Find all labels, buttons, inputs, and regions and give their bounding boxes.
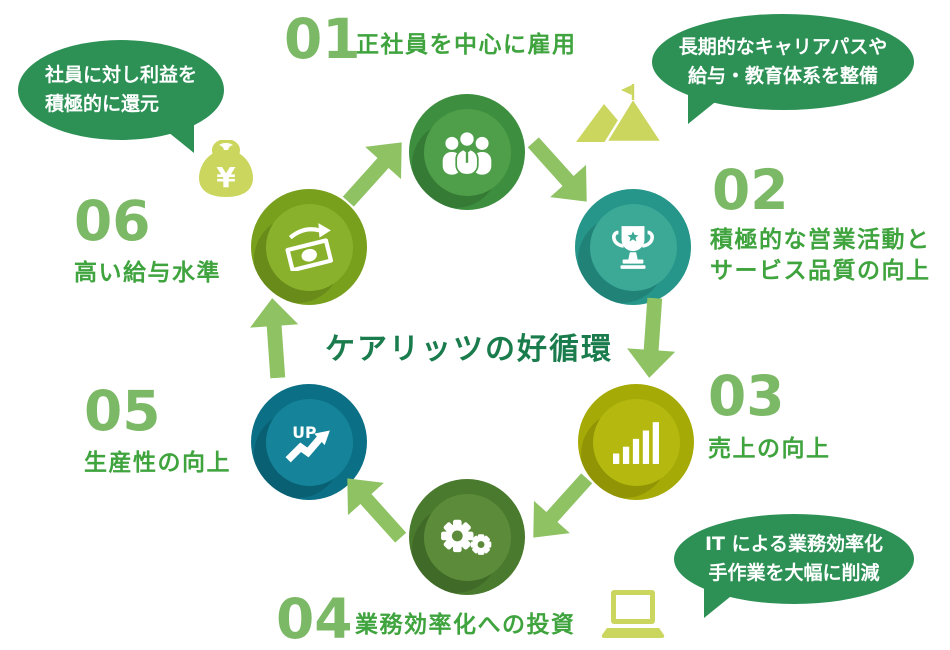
flow-arrow-05-to-06: [246, 296, 303, 379]
purse-icon: ¥: [194, 139, 258, 202]
yen-symbol: ¥: [216, 161, 236, 194]
circle-face: UP: [265, 398, 353, 486]
step-number-03: 03: [708, 364, 785, 428]
step-number-05: 05: [84, 379, 161, 443]
bubble-tail: [152, 119, 194, 153]
step-number-06: 06: [74, 189, 151, 253]
diagram-title: ケアリッツの好循環: [325, 332, 613, 367]
trophy-icon: [612, 226, 654, 269]
step-label-sales-activity: 積極的な営業活動と サービス品質の向上: [710, 227, 931, 285]
flow-arrow-02-to-03: [623, 296, 680, 379]
bubble-tail: [688, 90, 730, 124]
step-label-revenue: 売上の向上: [708, 436, 831, 462]
up-icon-text: UP: [292, 423, 316, 442]
speech-bubble-it-efficiency: IT による業務効率化 手作業を大幅に削減: [674, 514, 914, 618]
step-circle-employment: [409, 94, 525, 210]
flow-arrow-06-to-01: [329, 125, 421, 219]
step-label-productivity: 生産性の向上: [84, 450, 231, 476]
circle-face: [592, 398, 680, 486]
bubble-text: 長期的なキャリアパスや 給与・教育体系を整備: [678, 35, 888, 87]
gears-icon: [441, 519, 492, 555]
laptop-icon: [600, 590, 666, 644]
bubble-text: 社員に対し利益を 積極的に還元: [44, 63, 197, 115]
step-circle-efficiency: [409, 479, 525, 595]
bar-chart-icon: [613, 422, 659, 464]
step-number-01: 01: [284, 7, 361, 71]
flow-arrow-01-to-02: [514, 125, 606, 219]
flow-arrow-03-to-04: [514, 461, 606, 555]
money-icon: [285, 223, 334, 271]
circle-face: [265, 203, 353, 291]
speech-bubble-profit-return: 社員に対し利益を 積極的に還元: [18, 40, 224, 153]
circle-face: [423, 108, 511, 196]
step-label-salary: 高い給与水準: [74, 260, 221, 286]
circle-face: [423, 493, 511, 581]
step-number-02: 02: [712, 158, 789, 222]
mountain-flag-icon: [576, 84, 665, 146]
step-circle-salary: [251, 189, 367, 305]
step-label-efficiency-investment: 業務効率化への投資: [355, 612, 576, 638]
step-number-04: 04: [276, 587, 353, 650]
bubble-text: IT による業務効率化 手作業を大幅に削減: [704, 532, 884, 584]
step-label-employment: 正社員を中心に雇用: [356, 32, 577, 58]
up-trend-icon: UP: [285, 423, 330, 463]
people-group-icon: [442, 130, 492, 175]
step-circle-revenue: [578, 384, 694, 500]
step-circle-sales: [575, 189, 691, 305]
circle-face: [589, 203, 677, 291]
speech-bubble-career-path: 長期的なキャリアパスや 給与・教育体系を整備: [652, 14, 914, 124]
bubble-tail: [704, 584, 746, 618]
flow-arrow-04-to-05: [328, 461, 420, 555]
